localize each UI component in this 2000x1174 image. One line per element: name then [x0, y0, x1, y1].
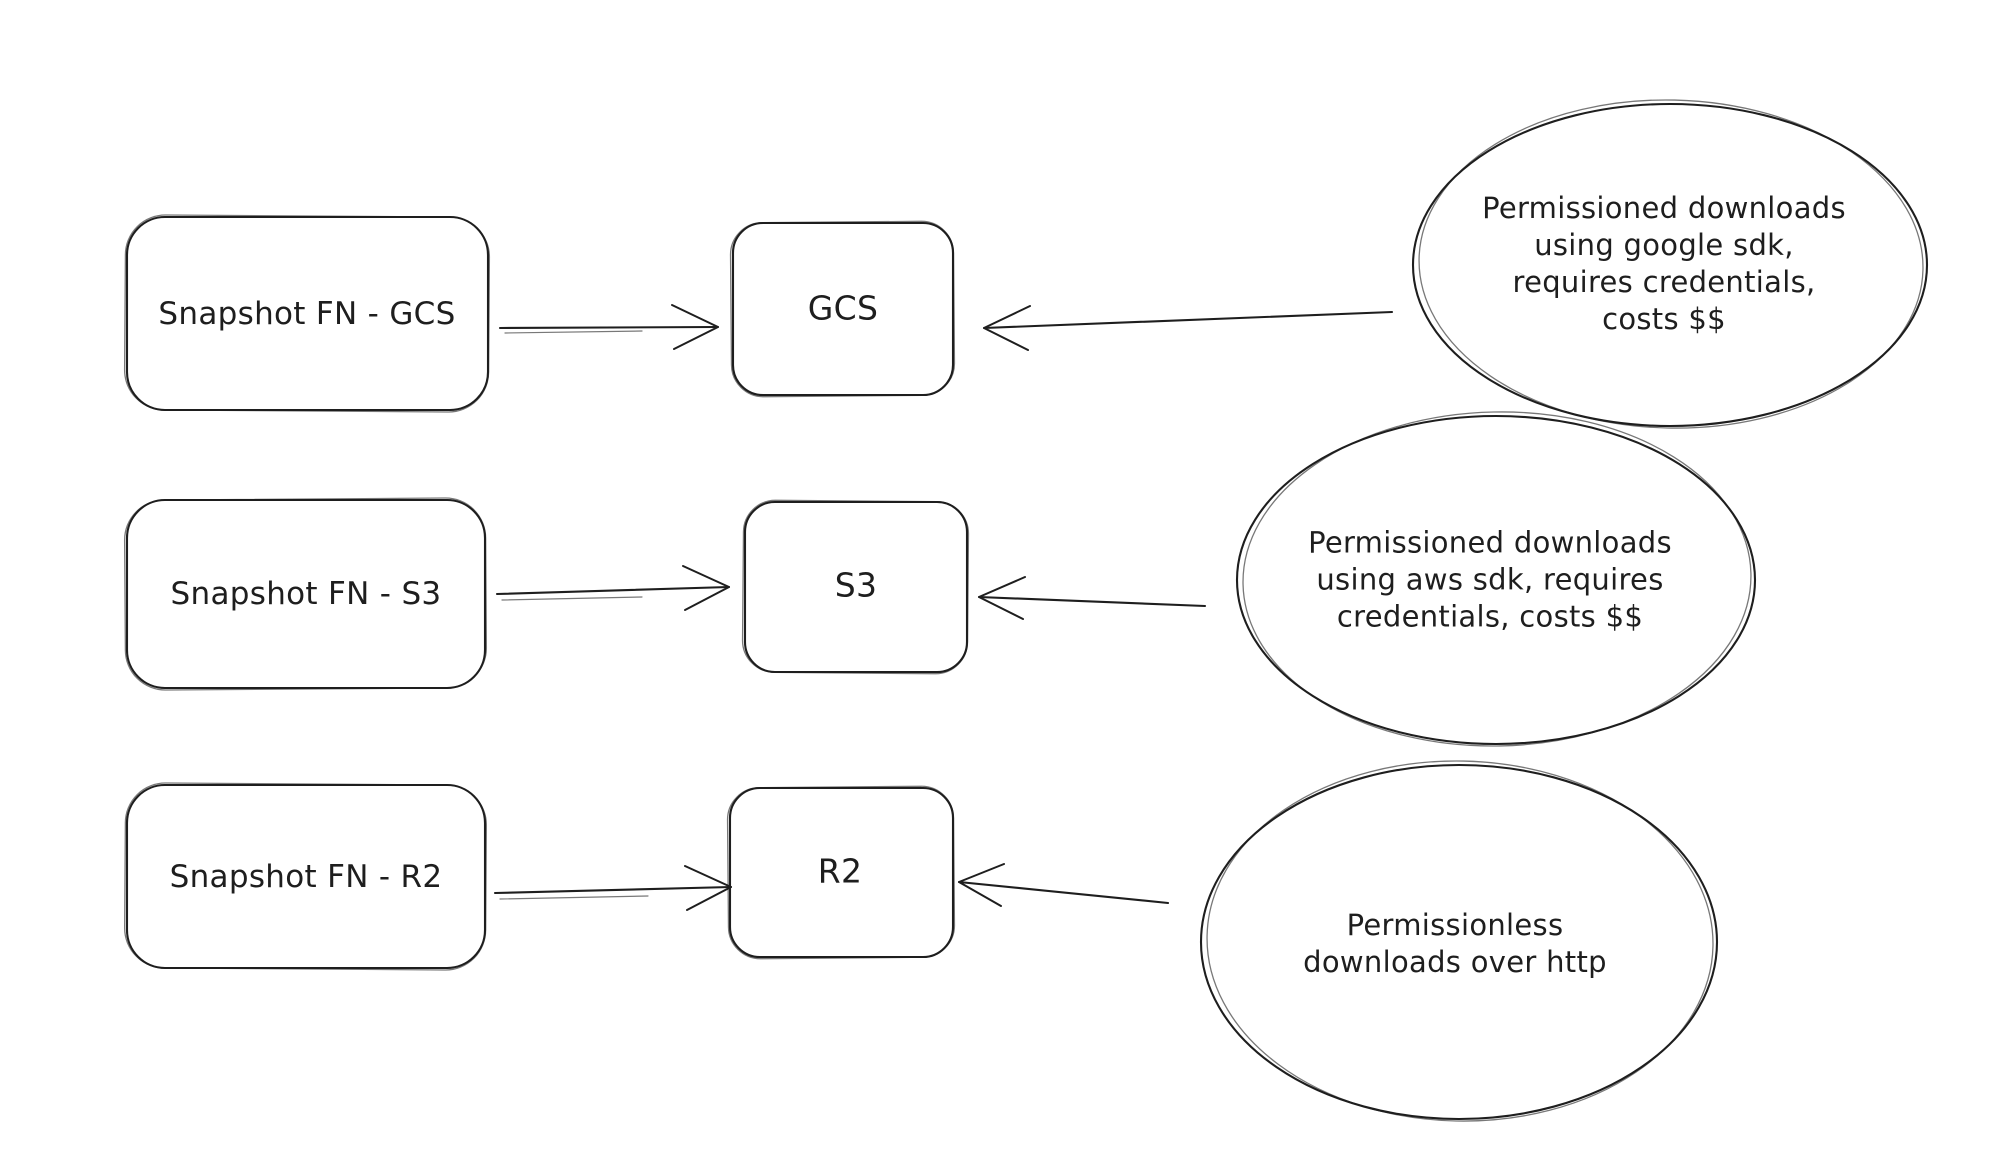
arrow-snapshot-gcs-to-gcs[interactable]	[498, 304, 720, 350]
arrow-note-r2-to-r2[interactable]	[957, 863, 1170, 907]
node-gcs[interactable]	[729, 220, 956, 398]
node-snapshot-fn-gcs[interactable]	[123, 214, 491, 413]
note-text-s3: Permissioned downloads using aws sdk, re…	[1308, 525, 1672, 634]
node-label-snapshot-fn-s3: Snapshot FN - S3	[170, 576, 442, 612]
node-label-snapshot-fn-r2: Snapshot FN - R2	[169, 859, 443, 895]
note-text-r2: Permissionless downloads over http	[1303, 908, 1607, 979]
node-snapshot-fn-s3[interactable]	[123, 497, 488, 691]
note-ellipse-r2[interactable]	[1199, 756, 1719, 1127]
node-label-snapshot-fn-gcs: Snapshot FN - GCS	[158, 296, 456, 332]
node-label-gcs: GCS	[807, 288, 879, 328]
node-r2[interactable]	[726, 785, 956, 960]
node-label-s3: S3	[834, 565, 878, 605]
arrow-note-gcs-to-gcs[interactable]	[982, 305, 1394, 351]
arrow-note-s3-to-s3[interactable]	[977, 576, 1207, 620]
node-label-r2: R2	[817, 851, 863, 891]
note-ellipse-gcs[interactable]	[1411, 94, 1929, 433]
node-s3[interactable]	[741, 499, 970, 675]
arrow-snapshot-r2-to-r2[interactable]	[493, 865, 733, 911]
note-text-gcs: Permissioned downloads using google sdk,…	[1482, 191, 1846, 336]
note-ellipse-s3[interactable]	[1235, 407, 1757, 752]
arrow-snapshot-s3-to-s3[interactable]	[495, 565, 731, 611]
node-snapshot-fn-r2[interactable]	[123, 782, 488, 971]
